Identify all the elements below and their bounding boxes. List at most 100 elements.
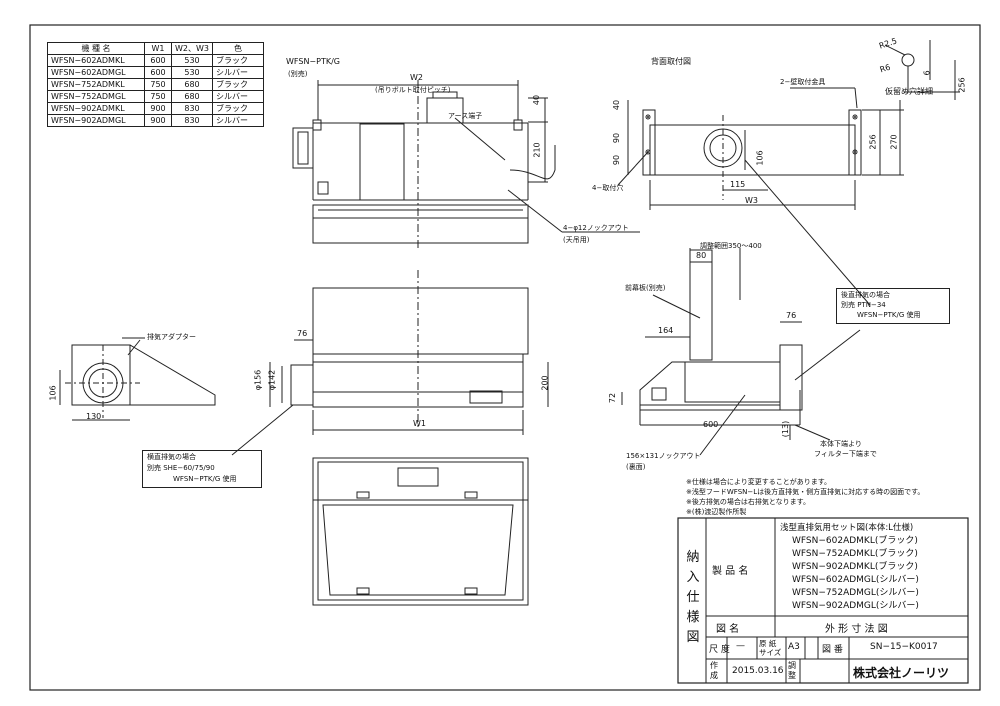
side-note-line1: 横直排気の場合 [147, 453, 196, 461]
side-dim-80: 80 [696, 251, 707, 260]
adapter-label: 排気アダプター [147, 333, 196, 341]
spec-model: WFSN−902ADMGL [47, 114, 145, 127]
spec-model: WFSN−752ADMKL [47, 78, 145, 91]
side-dim-164: 164 [658, 326, 674, 335]
drawing-name: 外 形 寸 法 図 [825, 624, 888, 635]
note-2: ※浅型フードWFSN−Lは後方直排気・側方直排気に対応する時の図面です。 [686, 488, 925, 496]
top-dim-200: 200 [540, 375, 550, 391]
side-dim-600: 600 [703, 420, 719, 429]
spec-w2w3: 530 [171, 66, 213, 79]
scale-label: 尺 度 [709, 645, 730, 655]
adjust-label: 調 整 [788, 661, 796, 680]
back-dim-90b: 90 [612, 154, 622, 166]
bracket-label: 2−壁取付金具 [780, 78, 826, 86]
front-plate-label: 前幕板(別売) [625, 284, 666, 292]
spec-table: 機 種 名 W1 W2、W3 色 WFSN−602ADMKL 600 530 ブ… [47, 42, 264, 127]
detail-label: 仮留め穴詳細 [885, 87, 933, 96]
back-dim-40: 40 [612, 99, 622, 111]
back-dim-90a: 90 [612, 132, 622, 144]
side-dim-72: 72 [608, 392, 618, 404]
product-2: WFSN−752ADMKL(ブラック) [792, 549, 918, 559]
w3-label: W3 [745, 196, 758, 205]
made-date: 2015.03.16 [732, 666, 784, 676]
spec-row: WFSN−602ADMGL 600 530 シルバー [47, 66, 264, 79]
detail-6: 6 [922, 70, 932, 76]
spec-row: WFSN−752ADMGL 750 680 シルバー [47, 90, 264, 103]
spec-model: WFSN−602ADMKL [47, 54, 145, 67]
note-1: ※仕様は場合により変更することがあります。 [686, 478, 832, 486]
title-side: 納入仕様図 [686, 550, 700, 645]
scale-value: — [736, 641, 745, 651]
spec-color: ブラック [212, 102, 264, 115]
back-view-title: 背面取付図 [651, 57, 691, 66]
product-1: WFSN−602ADMKL(ブラック) [792, 536, 918, 546]
back-dim-115: 115 [730, 180, 746, 189]
spec-w1: 750 [144, 90, 172, 103]
spec-model: WFSN−752ADMGL [47, 90, 145, 103]
spec-color: ブラック [212, 54, 264, 67]
back-dim-256: 256 [868, 134, 878, 150]
side-note-line3: WFSN−PTK/G 使用 [173, 475, 237, 483]
spec-w2w3: 830 [171, 114, 213, 127]
w1-label: W1 [413, 419, 426, 428]
company-name: 株式会社ノーリツ [853, 666, 950, 680]
number-label: 図 番 [822, 645, 843, 655]
spec-header-color: 色 [212, 42, 264, 55]
spec-color: シルバー [212, 114, 264, 127]
product-6: WFSN−902ADMGL(シルバー) [792, 601, 919, 611]
rear-exhaust-note: 後直排気の場合 別売 PTN−34 WFSN−PTK/G 使用 [836, 288, 950, 324]
rear-note-line3: WFSN−PTK/G 使用 [857, 311, 921, 319]
spec-w1: 900 [144, 102, 172, 115]
detail-256: 256 [957, 77, 967, 93]
drawing-label: 図 名 [716, 624, 740, 635]
made-label: 作 成 [710, 661, 718, 680]
spec-color: シルバー [212, 90, 264, 103]
note-3: ※後方排気の場合は右排気となります。 [686, 498, 810, 506]
spec-color: シルバー [212, 66, 264, 79]
side-exhaust-note: 横直排気の場合 別売 SHE−60/75/90 WFSN−PTK/G 使用 [142, 450, 262, 488]
product-5: WFSN−752ADMGL(シルバー) [792, 588, 919, 598]
back-dim-270: 270 [889, 134, 899, 150]
range-label: 調整範囲350〜400 [700, 242, 762, 250]
spec-w2w3: 680 [171, 78, 213, 91]
spec-w1: 900 [144, 114, 172, 127]
product-label: 製 品 名 [712, 566, 749, 577]
spec-w2w3: 680 [171, 90, 213, 103]
side-dim-76: 76 [786, 311, 797, 320]
bottom-note-2: フィルター下端まで [814, 450, 877, 458]
spec-w1: 600 [144, 66, 172, 79]
paper-value: A3 [788, 642, 800, 652]
spec-w2w3: 830 [171, 102, 213, 115]
ptk-label: WFSN−PTK/G [286, 57, 340, 66]
spec-color: ブラック [212, 78, 264, 91]
w2-note: (吊りボルト取付ピッチ) [375, 86, 451, 94]
spec-model: WFSN−602ADMGL [47, 66, 145, 79]
front-dim-210: 210 [532, 142, 542, 158]
rear-note-line1: 後直排気の場合 [841, 291, 890, 299]
top-dim-142: φ142 [267, 369, 277, 391]
spec-row: WFSN−752ADMKL 750 680 ブラック [47, 78, 264, 91]
spec-row: WFSN−902ADMKL 900 830 ブラック [47, 102, 264, 115]
side-knockout-note: (裏面) [626, 463, 646, 471]
side-note-line2: 別売 SHE−60/75/90 [147, 464, 215, 472]
back-dim-106: 106 [755, 150, 765, 166]
side-knockout-label: 156×131ノックアウト [626, 452, 701, 460]
front-dim-40: 40 [532, 94, 542, 106]
knockout-label: 4−φ12ノックアウト [563, 224, 629, 232]
product-4: WFSN−602ADMGL(シルバー) [792, 575, 919, 585]
top-dim-156: φ156 [253, 369, 263, 391]
ground-label: アース端子 [448, 112, 483, 120]
bottom-note-1: 本体下端より [820, 440, 862, 448]
holes-label: 4−取付穴 [592, 184, 624, 192]
product-3: WFSN−902ADMKL(ブラック) [792, 562, 918, 572]
knockout-note: (天吊用) [563, 236, 590, 244]
note-4: ※(株)渡辺製作所製 [686, 508, 747, 516]
spec-header-row: 機 種 名 W1 W2、W3 色 [47, 42, 264, 55]
w2-label: W2 [410, 73, 423, 82]
product-heading: 浅型直排気用セット図(本体:L仕様) [780, 523, 914, 533]
spec-header-w1: W1 [144, 42, 172, 55]
spec-row: WFSN−602ADMKL 600 530 ブラック [47, 54, 264, 67]
spec-w1: 750 [144, 78, 172, 91]
ptk-note: (別売) [288, 70, 308, 78]
